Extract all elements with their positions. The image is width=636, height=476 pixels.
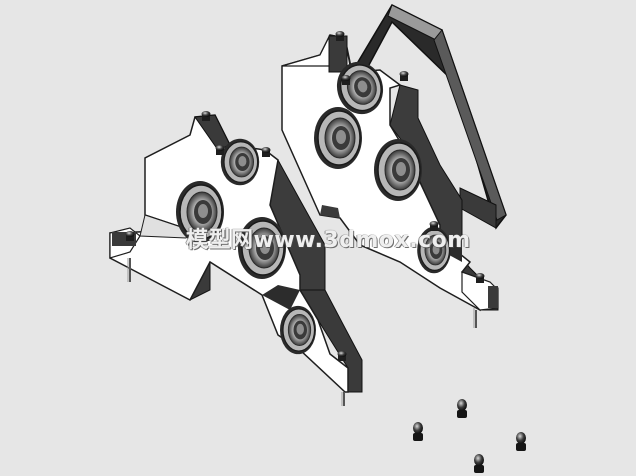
watermark-text: 模型网www.3dmox.com [186, 228, 471, 253]
loose-bolt [474, 454, 484, 473]
loose-bolt [457, 399, 467, 418]
loose-bolt [413, 422, 423, 441]
front-plate [109, 111, 363, 406]
loose-bolt [516, 432, 526, 451]
back-plate [281, 31, 499, 328]
loose-bolts [413, 399, 526, 473]
tension-frame [350, 4, 507, 230]
